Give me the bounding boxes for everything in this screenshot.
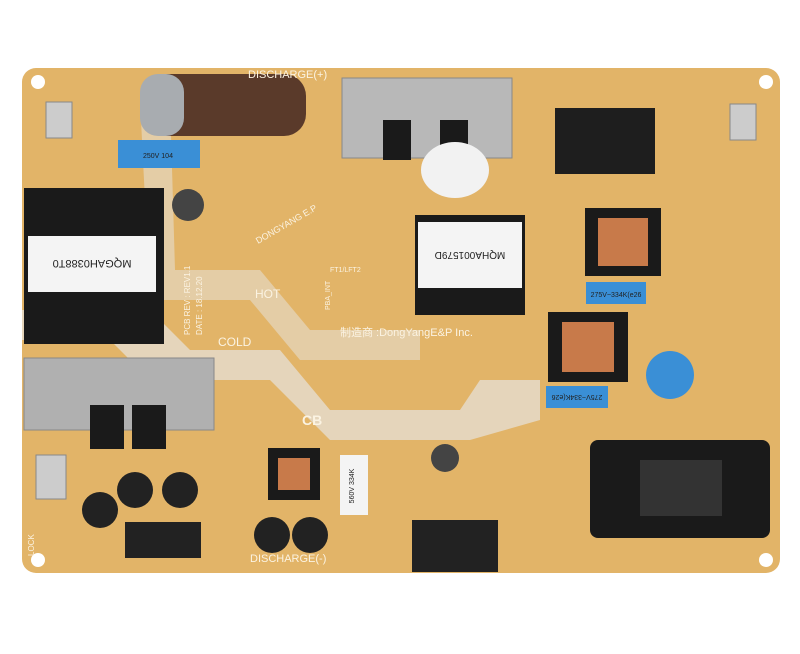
capacitor-sleeve [140,74,184,136]
x-capacitor [546,386,608,408]
connector [125,522,201,558]
silk-discharge-bottom: DISCHARGE(-) [250,553,326,565]
transformer-2-label [418,222,522,288]
varistor [646,351,694,399]
clip [729,103,757,141]
transistor [383,120,411,160]
x-capacitor [586,282,646,304]
heatsink-top [341,77,513,159]
mount-hole [759,553,773,567]
silk-hot: HOT [255,287,281,301]
silk-lock: LOCK [27,534,36,556]
silk-maker: 制造商 :DongYangE&P Inc. [340,325,473,339]
mount-hole [31,75,45,89]
capacitor-small [431,444,459,472]
glue [421,142,489,198]
silk-date: DATE : 18.12.20 [195,276,204,335]
x-capacitor-label: 275V~334K(e26 [551,393,602,400]
y-capacitor [340,455,368,515]
capacitor-small [82,492,118,528]
silk-discharge-top: DISCHARGE(+) [248,69,327,81]
inductor-coil [278,458,310,490]
silk-cb: CB [302,412,322,428]
silk-cold: COLD [218,335,252,349]
clip [45,101,73,139]
transistor [90,405,124,449]
isolation-zone-2 [140,100,420,360]
bridge-rectifier [555,108,655,174]
capacitor-blue [118,140,200,168]
mount-hole [31,553,45,567]
choke-coil [598,218,648,266]
transformer-2-label-text: MQHA001579D [435,249,506,260]
capacitor-small [117,472,153,508]
capacitor-blue-label: 250V 104 [143,153,173,160]
transformer-label [28,236,156,292]
silk-pcb-rev: PCB REV : REV1.1 [183,265,192,335]
silk-pba-int: PBA_INT [325,280,332,310]
capacitor-small [292,517,328,553]
mount-hole [759,75,773,89]
capacitor-small [172,189,204,221]
choke-coil [562,322,614,372]
silk-ft-lft2: FT1/LFT2 [330,267,361,274]
clip [35,454,67,500]
capacitor-small [254,517,290,553]
x-capacitor-label: 275V~334K(e26 [591,292,642,299]
capacitor-small [162,472,198,508]
connector [412,520,498,572]
transformer-main-label: MQGAH0388T0 [53,257,132,269]
ac-inlet-socket [640,460,722,516]
transistor [132,405,166,449]
y-capacitor-label: 560V 334K [349,468,356,503]
